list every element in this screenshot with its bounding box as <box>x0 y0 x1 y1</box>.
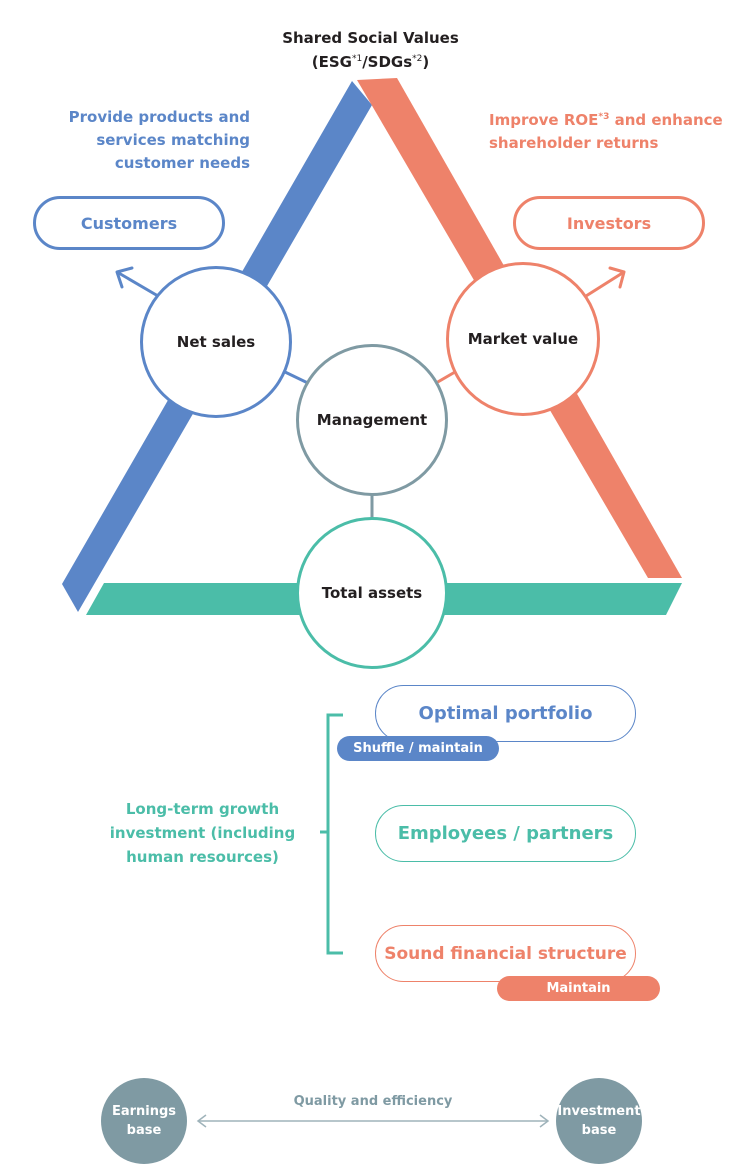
arrow-to-customers-icon <box>115 266 159 298</box>
customers-caption: Provide products and services matching c… <box>68 108 250 172</box>
net-sales-node: Net sales <box>140 266 292 418</box>
double-arrow-icon <box>196 1114 550 1128</box>
total-assets-node: Total assets <box>296 517 448 669</box>
customers-pill: Customers <box>33 196 225 250</box>
investors-caption: Improve ROE*3 and enhance shareholder re… <box>489 111 723 152</box>
optimal-portfolio-pill: Optimal portfolio <box>375 685 636 742</box>
market-value-node: Market value <box>446 262 600 416</box>
investors-pill: Investors <box>513 196 705 250</box>
title-line1: Shared Social Values <box>282 29 459 47</box>
employees-partners-pill: Employees / partners <box>375 805 636 862</box>
investment-base-node: Investment base <box>556 1078 642 1164</box>
connector-marketvalue-management <box>435 370 456 385</box>
arrow-to-investors-icon <box>585 266 626 298</box>
diagram-title: Shared Social Values (ESG*1/SDGs*2) <box>0 28 741 73</box>
title-line2: (ESG*1/SDGs*2) <box>311 53 430 71</box>
maintain-tag: Maintain <box>497 976 660 1001</box>
earnings-base-node: Earnings base <box>101 1078 187 1164</box>
management-node: Management <box>296 344 448 496</box>
investment-bracket <box>320 713 343 955</box>
investment-caption: Long-term growth investment (including h… <box>109 800 296 866</box>
quality-efficiency-label: Quality and efficiency <box>293 1094 453 1109</box>
shuffle-maintain-tag: Shuffle / maintain <box>337 736 499 761</box>
sound-financial-structure-pill: Sound financial structure <box>375 925 636 982</box>
